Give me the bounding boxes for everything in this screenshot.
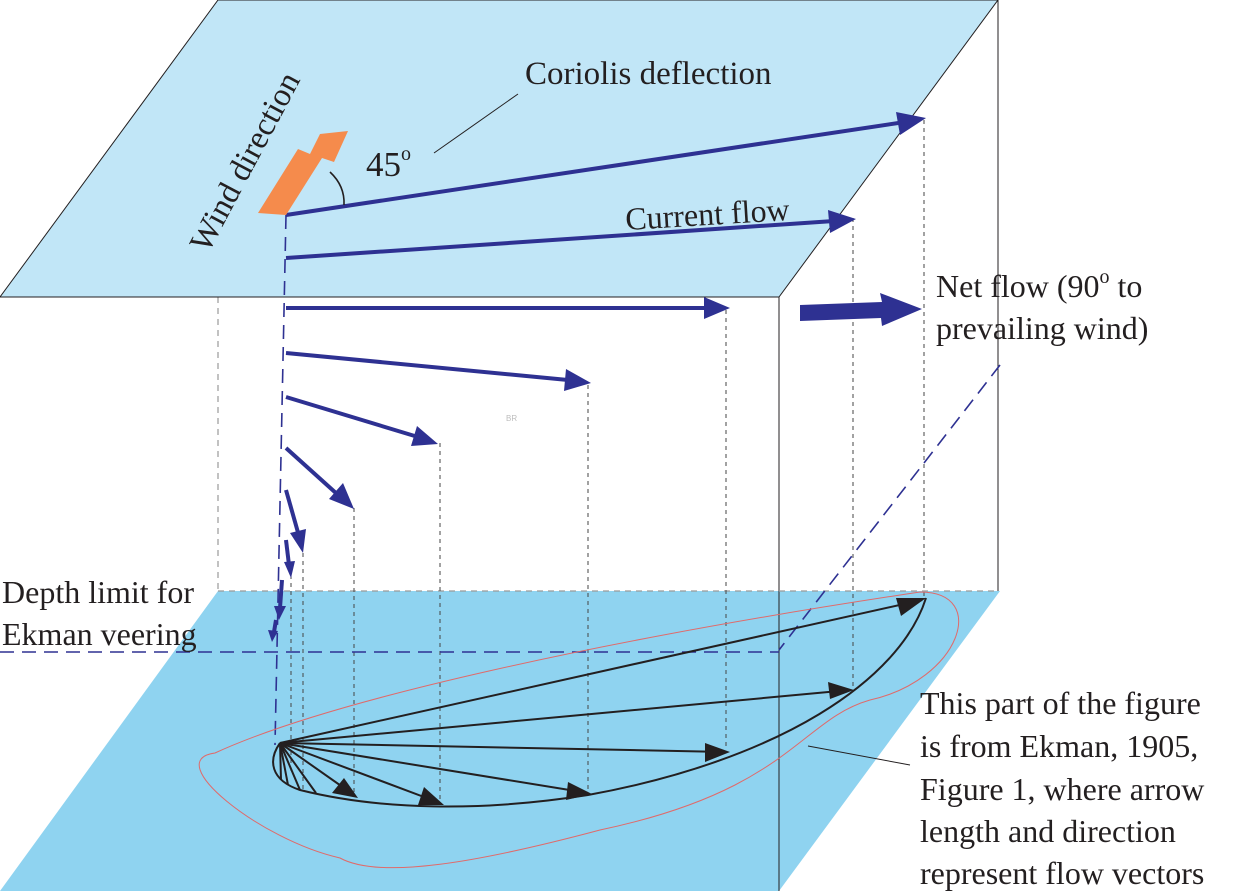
svg-text:is from Ekman, 1905,: is from Ekman, 1905, xyxy=(920,728,1198,764)
net-flow-dashed-line xyxy=(778,364,1001,651)
svg-text:represent flow vectors: represent flow vectors xyxy=(920,855,1204,891)
bottom-plane xyxy=(0,591,1000,891)
depth-limit-label-line2: Ekman veering xyxy=(2,616,197,652)
net-flow-label-line2: prevailing wind) xyxy=(936,310,1148,346)
net-flow-arrow xyxy=(800,293,922,326)
ekman-outline xyxy=(198,591,960,869)
angle-arc xyxy=(329,171,345,206)
flow-arrows xyxy=(268,112,926,642)
ekman-note: This part of the figure is from Ekman, 1… xyxy=(920,685,1204,891)
top-plane xyxy=(0,0,999,298)
net-flow-label-line1: Net flow (90o to xyxy=(936,266,1142,304)
angle-label: 45o xyxy=(366,143,411,184)
ekman-envelope xyxy=(272,597,927,808)
ekman-spiral xyxy=(272,597,927,808)
coriolis-arrow xyxy=(285,120,906,217)
current-flow-arrow xyxy=(285,219,835,260)
wind-direction-arrow xyxy=(258,131,348,215)
svg-text:This part of the figure: This part of the figure xyxy=(920,685,1201,721)
coriolis-label: Coriolis deflection xyxy=(525,56,772,92)
coriolis-leader xyxy=(433,93,519,154)
ekman-note-leader xyxy=(807,745,911,766)
watermark: BR xyxy=(506,414,517,423)
svg-text:length and direction: length and direction xyxy=(920,813,1176,849)
svg-text:Figure 1, where arrow: Figure 1, where arrow xyxy=(920,771,1204,807)
projection-lines xyxy=(274,120,925,805)
depth-limit-label-line1: Depth limit for xyxy=(2,574,194,610)
